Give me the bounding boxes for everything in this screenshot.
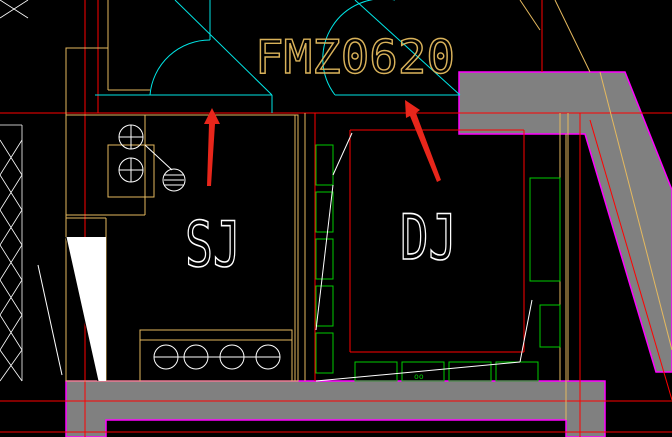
annotation-lines (315, 132, 533, 382)
shaft-left (37, 236, 106, 382)
hatch-left (0, 0, 29, 382)
equipment-layer (315, 144, 561, 382)
room-code-sj: SJ (185, 208, 241, 281)
door-swing-left (149, 39, 211, 96)
small-label: oo (414, 372, 424, 381)
wall-bottom (65, 380, 606, 437)
drain-icon (162, 168, 186, 192)
door-swing-right (322, 0, 395, 96)
door-layer (95, 0, 461, 113)
wall-layer (65, 71, 672, 437)
door-tag-label: FMZ0620 (255, 30, 455, 84)
pipe-fixtures (107, 124, 293, 382)
room-code-dj: DJ (400, 201, 457, 274)
arrow-up-icon (204, 108, 220, 186)
arrow-up-left-icon (405, 100, 441, 182)
outline-layer (65, 0, 672, 420)
pointer-arrows (204, 100, 441, 186)
